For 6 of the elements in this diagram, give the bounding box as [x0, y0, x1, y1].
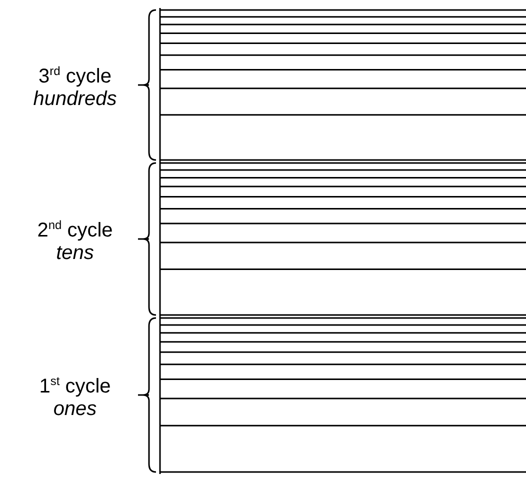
cycle-name: tens	[55, 241, 95, 265]
cycle-label: 2$^{nd}$ cycle	[36, 217, 114, 243]
cycle-label: 3$^{rd}$ cycle	[38, 63, 112, 89]
cycle-name: ones	[52, 397, 98, 421]
cycle-name: hundreds	[32, 87, 118, 111]
cycle-label: 1$^{st}$ cycle	[38, 373, 112, 399]
